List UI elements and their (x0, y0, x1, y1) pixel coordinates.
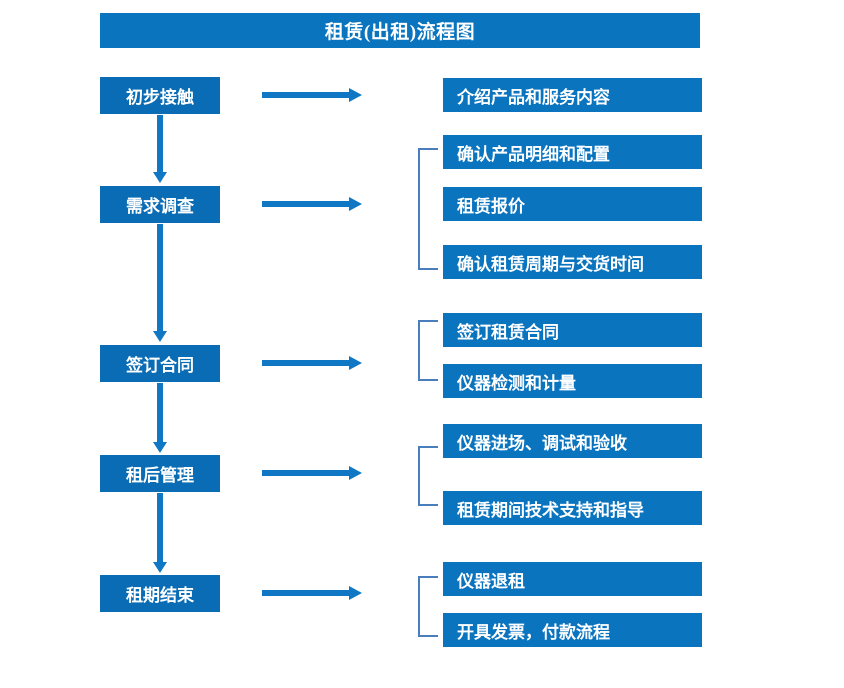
arrow-shaft (157, 493, 163, 563)
arrow-down-icon (152, 383, 168, 453)
arrow-shaft (157, 115, 163, 173)
stage-box[interactable]: 初步接触 (100, 77, 220, 114)
detail-box[interactable]: 开具发票，付款流程 (443, 613, 702, 647)
detail-box[interactable]: 仪器进场、调试和验收 (443, 424, 702, 458)
detail-box[interactable]: 租赁期间技术支持和指导 (443, 491, 702, 525)
group-bracket (418, 148, 438, 270)
detail-box[interactable]: 签订租赁合同 (443, 313, 702, 347)
arrow-head (349, 466, 362, 480)
arrow-head (153, 331, 167, 342)
arrow-head (153, 172, 167, 183)
arrow-down-icon (152, 115, 168, 183)
detail-box[interactable]: 租赁报价 (443, 187, 702, 221)
detail-box[interactable]: 仪器退租 (443, 562, 702, 596)
detail-box[interactable]: 确认租赁周期与交货时间 (443, 245, 702, 279)
arrow-shaft (157, 383, 163, 443)
stage-box[interactable]: 签订合同 (100, 345, 220, 382)
detail-box[interactable]: 确认产品明细和配置 (443, 135, 702, 169)
arrow-right-icon (262, 585, 362, 601)
stage-box[interactable]: 租后管理 (100, 455, 220, 492)
arrow-shaft (262, 92, 350, 98)
arrow-shaft (262, 470, 350, 476)
group-bracket (418, 320, 438, 381)
chart-title: 租赁(出租)流程图 (100, 13, 700, 48)
arrow-shaft (262, 360, 350, 366)
arrow-right-icon (262, 87, 362, 103)
arrow-head (153, 442, 167, 453)
arrow-head (153, 562, 167, 573)
group-bracket (418, 446, 438, 506)
arrow-head (349, 197, 362, 211)
arrow-right-icon (262, 465, 362, 481)
detail-box[interactable]: 介绍产品和服务内容 (443, 78, 702, 112)
stage-box[interactable]: 需求调查 (100, 186, 220, 223)
arrow-head (349, 356, 362, 370)
arrow-down-icon (152, 224, 168, 342)
arrow-shaft (262, 201, 350, 207)
group-bracket (418, 576, 438, 637)
arrow-down-icon (152, 493, 168, 573)
arrow-shaft (157, 224, 163, 332)
arrow-right-icon (262, 355, 362, 371)
arrow-shaft (262, 590, 350, 596)
stage-box[interactable]: 租期结束 (100, 575, 220, 612)
detail-box[interactable]: 仪器检测和计量 (443, 364, 702, 398)
arrow-right-icon (262, 196, 362, 212)
arrow-head (349, 88, 362, 102)
arrow-head (349, 586, 362, 600)
